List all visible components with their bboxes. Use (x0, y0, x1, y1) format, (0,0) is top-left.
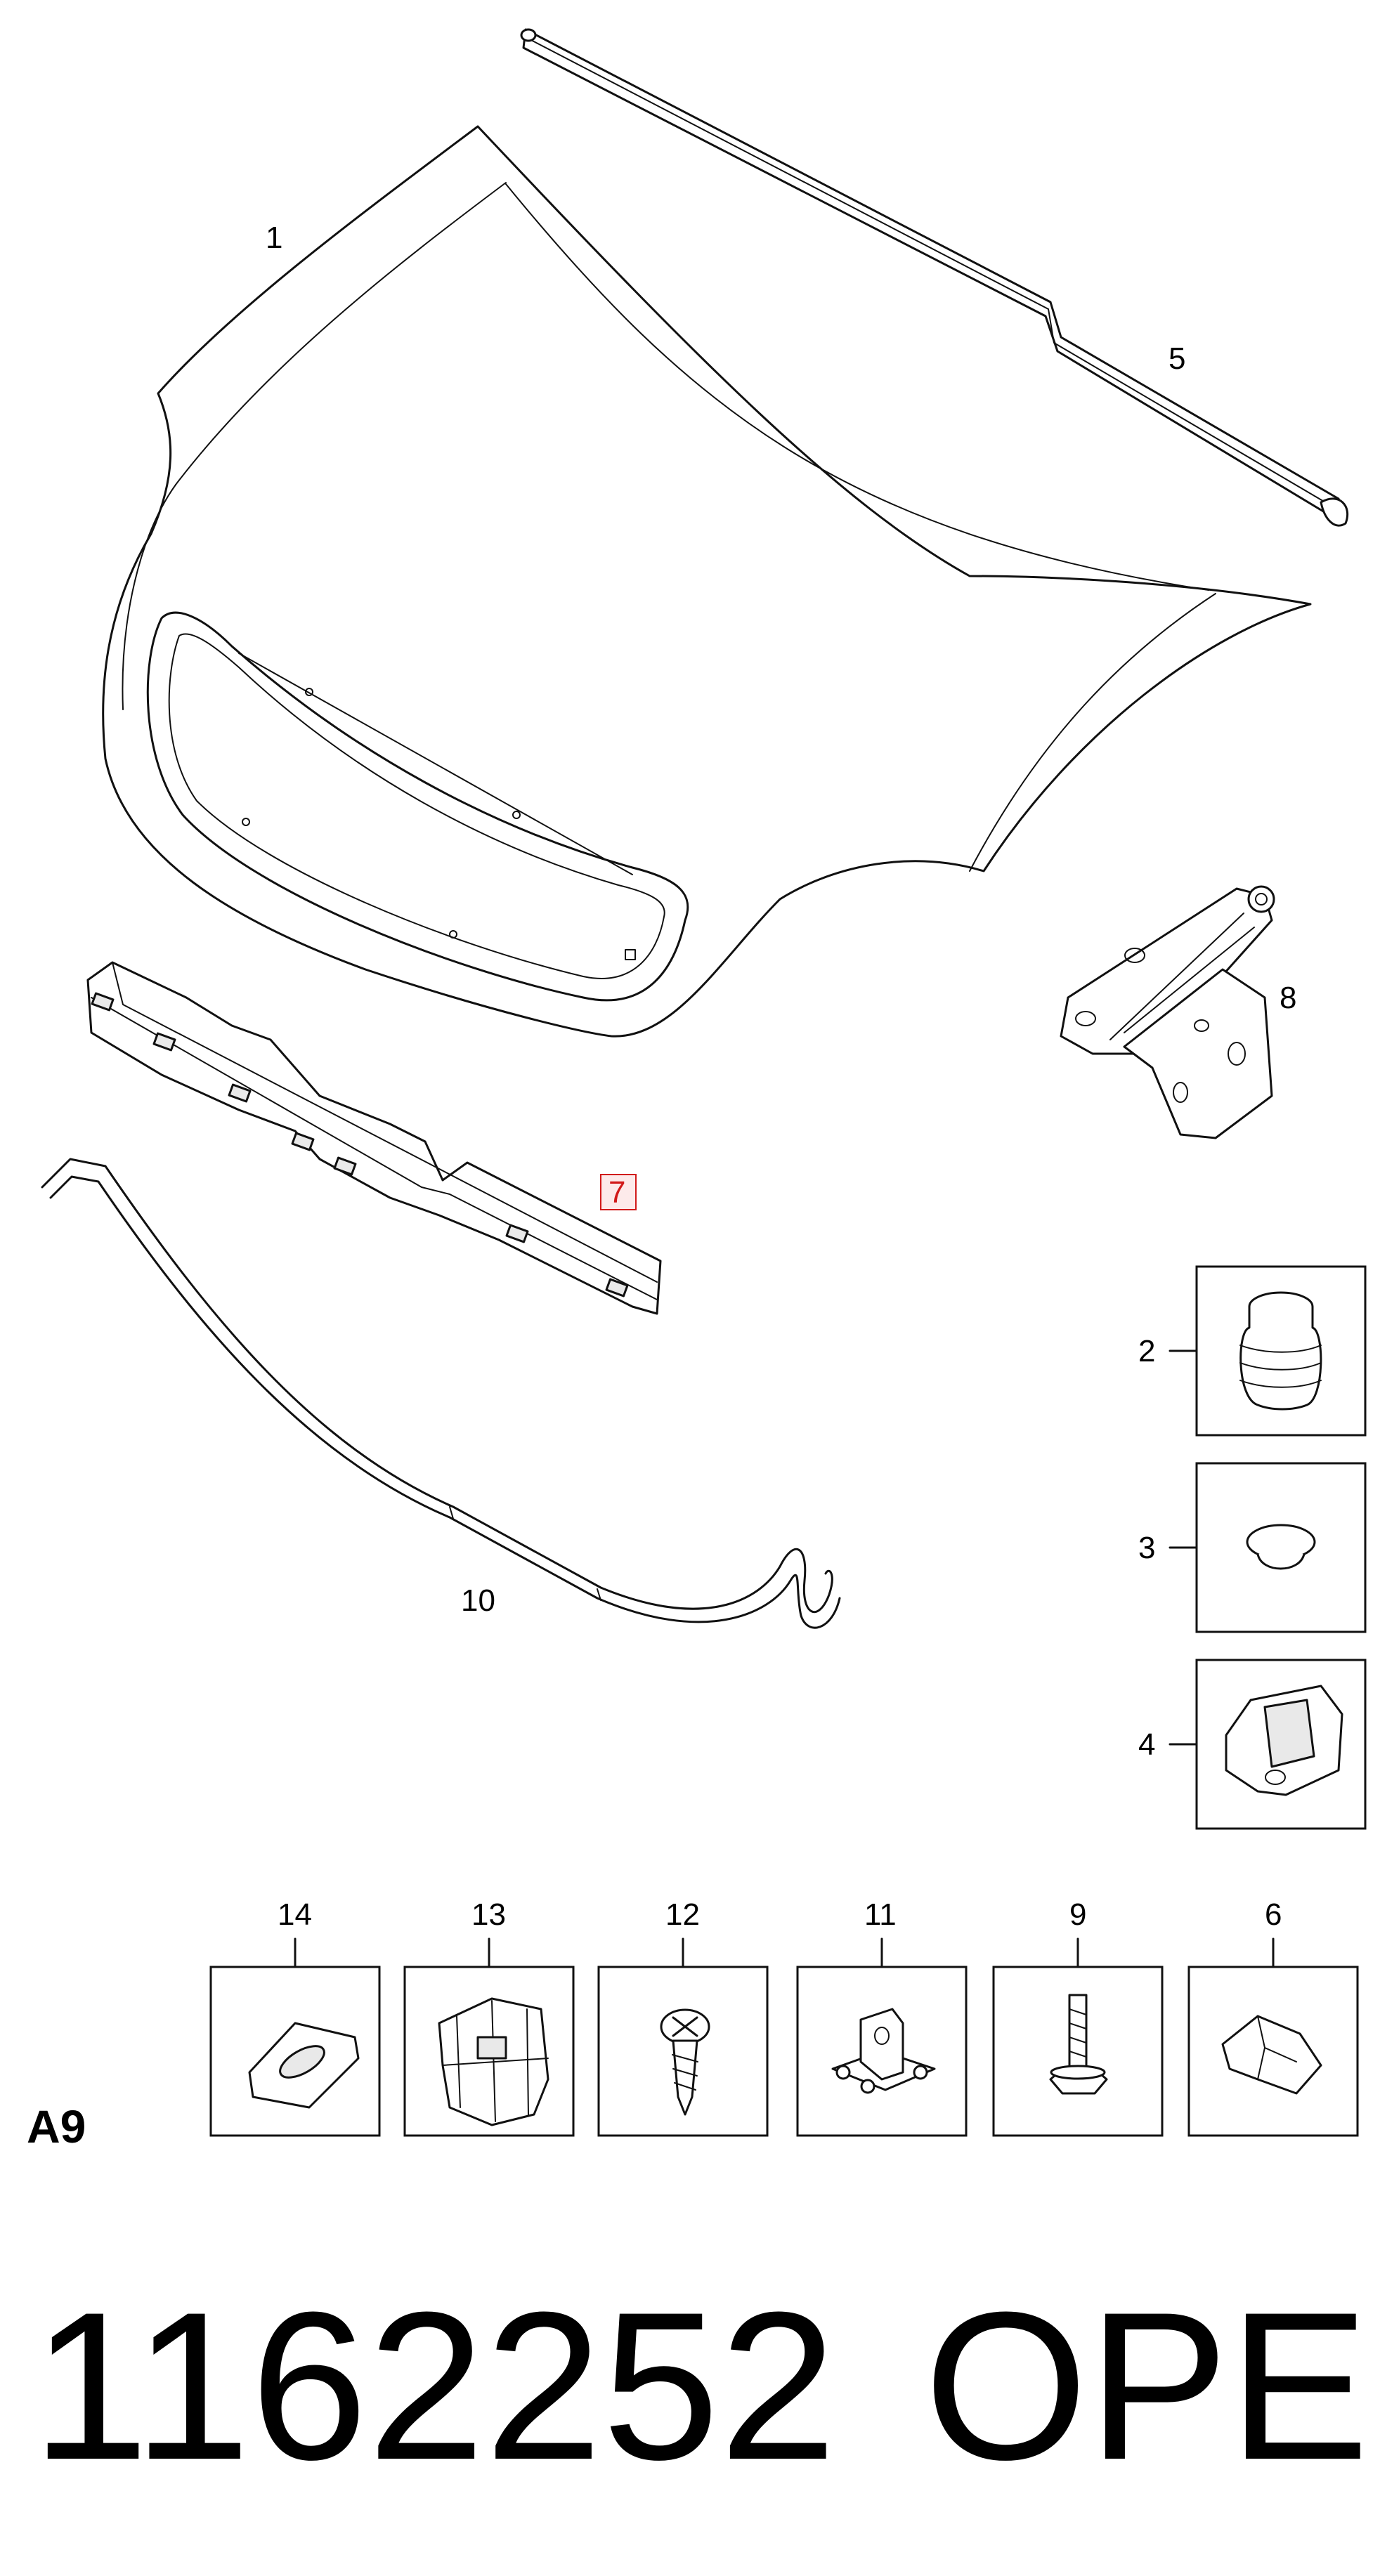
part-box-2 (1169, 1265, 1367, 1437)
callout-10: 10 (461, 1583, 495, 1618)
callout-7-highlight[interactable]: 7 (600, 1174, 637, 1210)
callout-8: 8 (1280, 981, 1296, 1015)
support-rail (86, 961, 662, 1315)
hood-hinge (1060, 885, 1275, 1139)
part-box-3 (1169, 1462, 1367, 1633)
callout-14: 14 (278, 1897, 312, 1932)
part-number: 1162252 (32, 2268, 837, 2504)
brand-name: OPEL (924, 2268, 1380, 2504)
hood-panel (102, 125, 1312, 1038)
callout-5: 5 (1169, 341, 1185, 376)
callout-7: 7 (608, 1175, 625, 1210)
release-cable (41, 1158, 841, 1629)
part-box-14 (209, 1937, 381, 2137)
callout-9: 9 (1069, 1897, 1086, 1932)
part-box-9 (992, 1937, 1164, 2137)
part-box-4 (1169, 1659, 1367, 1830)
callout-1: 1 (266, 221, 282, 255)
part-box-6 (1187, 1937, 1359, 2137)
callout-11: 11 (864, 1897, 897, 1932)
part-box-13 (403, 1937, 575, 2137)
callout-6: 6 (1265, 1897, 1282, 1932)
callout-12: 12 (665, 1897, 700, 1932)
weatherstrip (520, 28, 1349, 527)
callout-4: 4 (1138, 1727, 1155, 1762)
part-box-12 (597, 1937, 769, 2137)
callout-13: 13 (471, 1897, 506, 1932)
callout-2: 2 (1138, 1334, 1155, 1368)
section-code: A9 (27, 2100, 86, 2152)
part-box-11 (796, 1937, 968, 2137)
callout-3: 3 (1138, 1531, 1155, 1565)
